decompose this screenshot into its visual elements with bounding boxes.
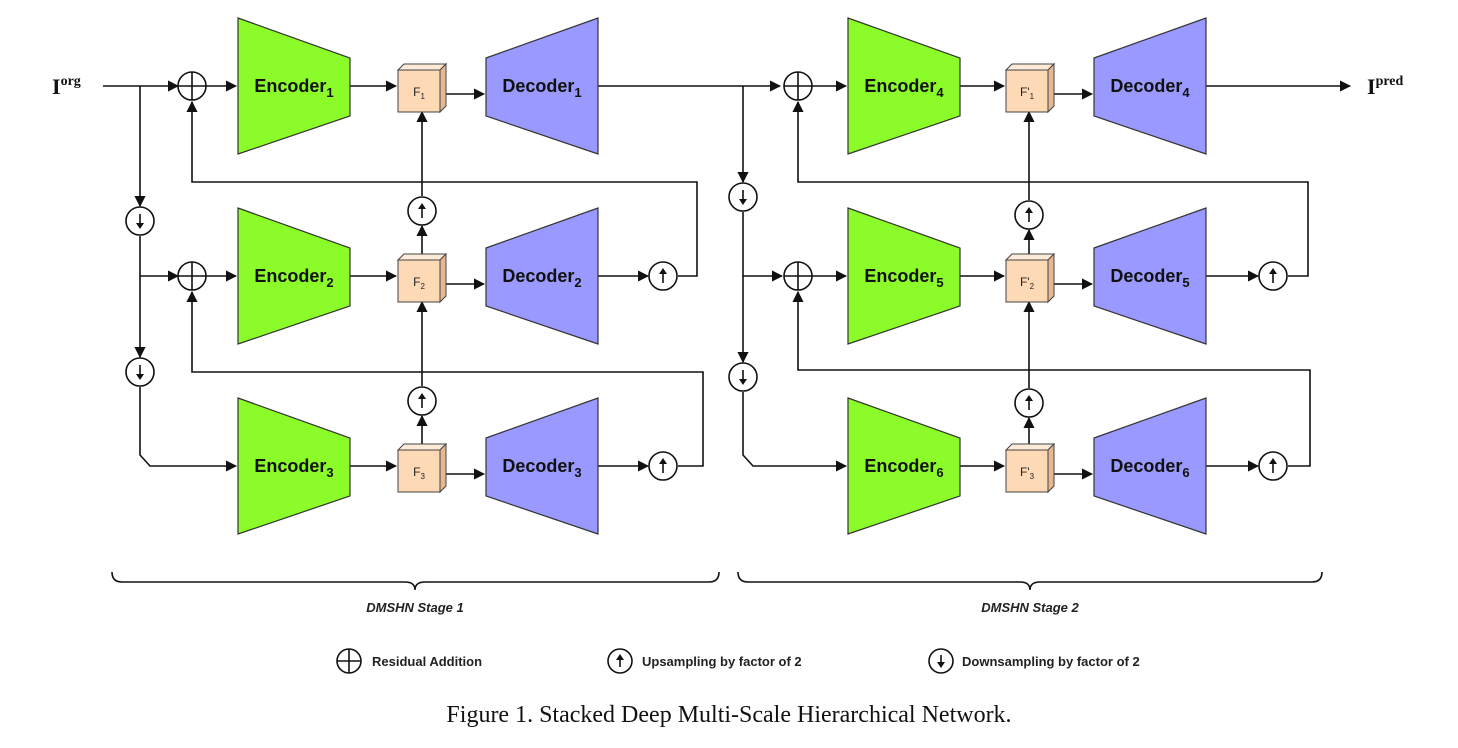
input-label: Iorg: [52, 74, 81, 99]
downsample-icon: [125, 357, 155, 387]
residual-addition-icon: [336, 648, 362, 674]
feature-cube-f1: F1: [396, 62, 448, 114]
legend: Residual Addition Upsampling by factor o…: [336, 648, 1140, 674]
residual-add-4: [783, 71, 813, 101]
encoder-2: Encoder2: [237, 207, 351, 345]
feature-cube-f3: F3: [396, 442, 448, 494]
stage1-label: DMSHN Stage 1: [366, 600, 464, 615]
svg-text:Encoder2: Encoder2: [254, 266, 333, 290]
svg-text:F2: F2: [413, 275, 425, 291]
decoder-6: Decoder6: [1093, 397, 1207, 535]
downsample-icon: [728, 182, 758, 212]
svg-text:Ipred: Ipred: [1367, 74, 1404, 99]
feature-cube-f2-prime: F'2: [1004, 252, 1056, 304]
upsample-icon: [1014, 388, 1044, 418]
svg-text:Encoder1: Encoder1: [254, 76, 333, 100]
svg-text:Decoder4: Decoder4: [1110, 76, 1190, 100]
decoder-1: Decoder1: [485, 17, 599, 155]
svg-text:Encoder4: Encoder4: [864, 76, 944, 100]
encoder-3: Encoder3: [237, 397, 351, 535]
output-label: Ipred: [1367, 74, 1404, 99]
stage1-wires: [103, 80, 782, 480]
stage2-brace: DMSHN Stage 2: [737, 571, 1323, 615]
upsample-icon: [407, 196, 437, 226]
encoder-5: Encoder5: [847, 207, 961, 345]
feature-cube-f2: F2: [396, 252, 448, 304]
decoder-3: Decoder3: [485, 397, 599, 535]
figure-caption: Figure 1. Stacked Deep Multi-Scale Hiera…: [446, 702, 1011, 728]
upsample-icon: [1258, 261, 1288, 291]
decoder-4: Decoder4: [1093, 17, 1207, 155]
svg-text:Decoder3: Decoder3: [502, 456, 581, 480]
svg-text:F1: F1: [413, 85, 425, 101]
stage2-wires: [737, 80, 1352, 480]
upsample-icon: [1014, 200, 1044, 230]
feature-cube-f1-prime: F'1: [1004, 62, 1056, 114]
residual-add-5: [783, 261, 813, 291]
decoder-5: Decoder5: [1093, 207, 1207, 345]
svg-text:Encoder6: Encoder6: [864, 456, 943, 480]
svg-text:Encoder5: Encoder5: [864, 266, 943, 290]
svg-text:Decoder5: Decoder5: [1110, 266, 1189, 290]
svg-text:F'1: F'1: [1020, 85, 1035, 101]
svg-text:F'2: F'2: [1020, 275, 1035, 291]
legend-downsample-label: Downsampling by factor of 2: [962, 654, 1140, 669]
svg-text:F'3: F'3: [1020, 465, 1035, 481]
svg-text:Decoder2: Decoder2: [502, 266, 581, 290]
upsample-icon: [1258, 451, 1288, 481]
decoder-2: Decoder2: [485, 207, 599, 345]
encoder-1: Encoder1: [237, 17, 351, 155]
svg-text:Decoder6: Decoder6: [1110, 456, 1189, 480]
encoder-4: Encoder4: [847, 17, 961, 155]
svg-text:F3: F3: [413, 465, 425, 481]
upsampling-icon: [607, 648, 633, 674]
upsample-icon: [648, 451, 678, 481]
svg-text:Encoder3: Encoder3: [254, 456, 333, 480]
stage1-brace: DMSHN Stage 1: [111, 571, 720, 615]
svg-text:Iorg: Iorg: [52, 74, 81, 99]
legend-residual-label: Residual Addition: [372, 654, 482, 669]
upsample-icon: [407, 386, 437, 416]
legend-upsample-label: Upsampling by factor of 2: [642, 654, 802, 669]
svg-text:Decoder1: Decoder1: [502, 76, 581, 100]
upsample-icon: [648, 261, 678, 291]
stage2-label: DMSHN Stage 2: [981, 600, 1079, 615]
feature-cube-f3-prime: F'3: [1004, 442, 1056, 494]
residual-add-2: [177, 261, 207, 291]
encoder-6: Encoder6: [847, 397, 961, 535]
residual-add-1: [177, 71, 207, 101]
downsample-icon: [125, 206, 155, 236]
downsample-icon: [728, 362, 758, 392]
downsampling-icon: [928, 648, 954, 674]
